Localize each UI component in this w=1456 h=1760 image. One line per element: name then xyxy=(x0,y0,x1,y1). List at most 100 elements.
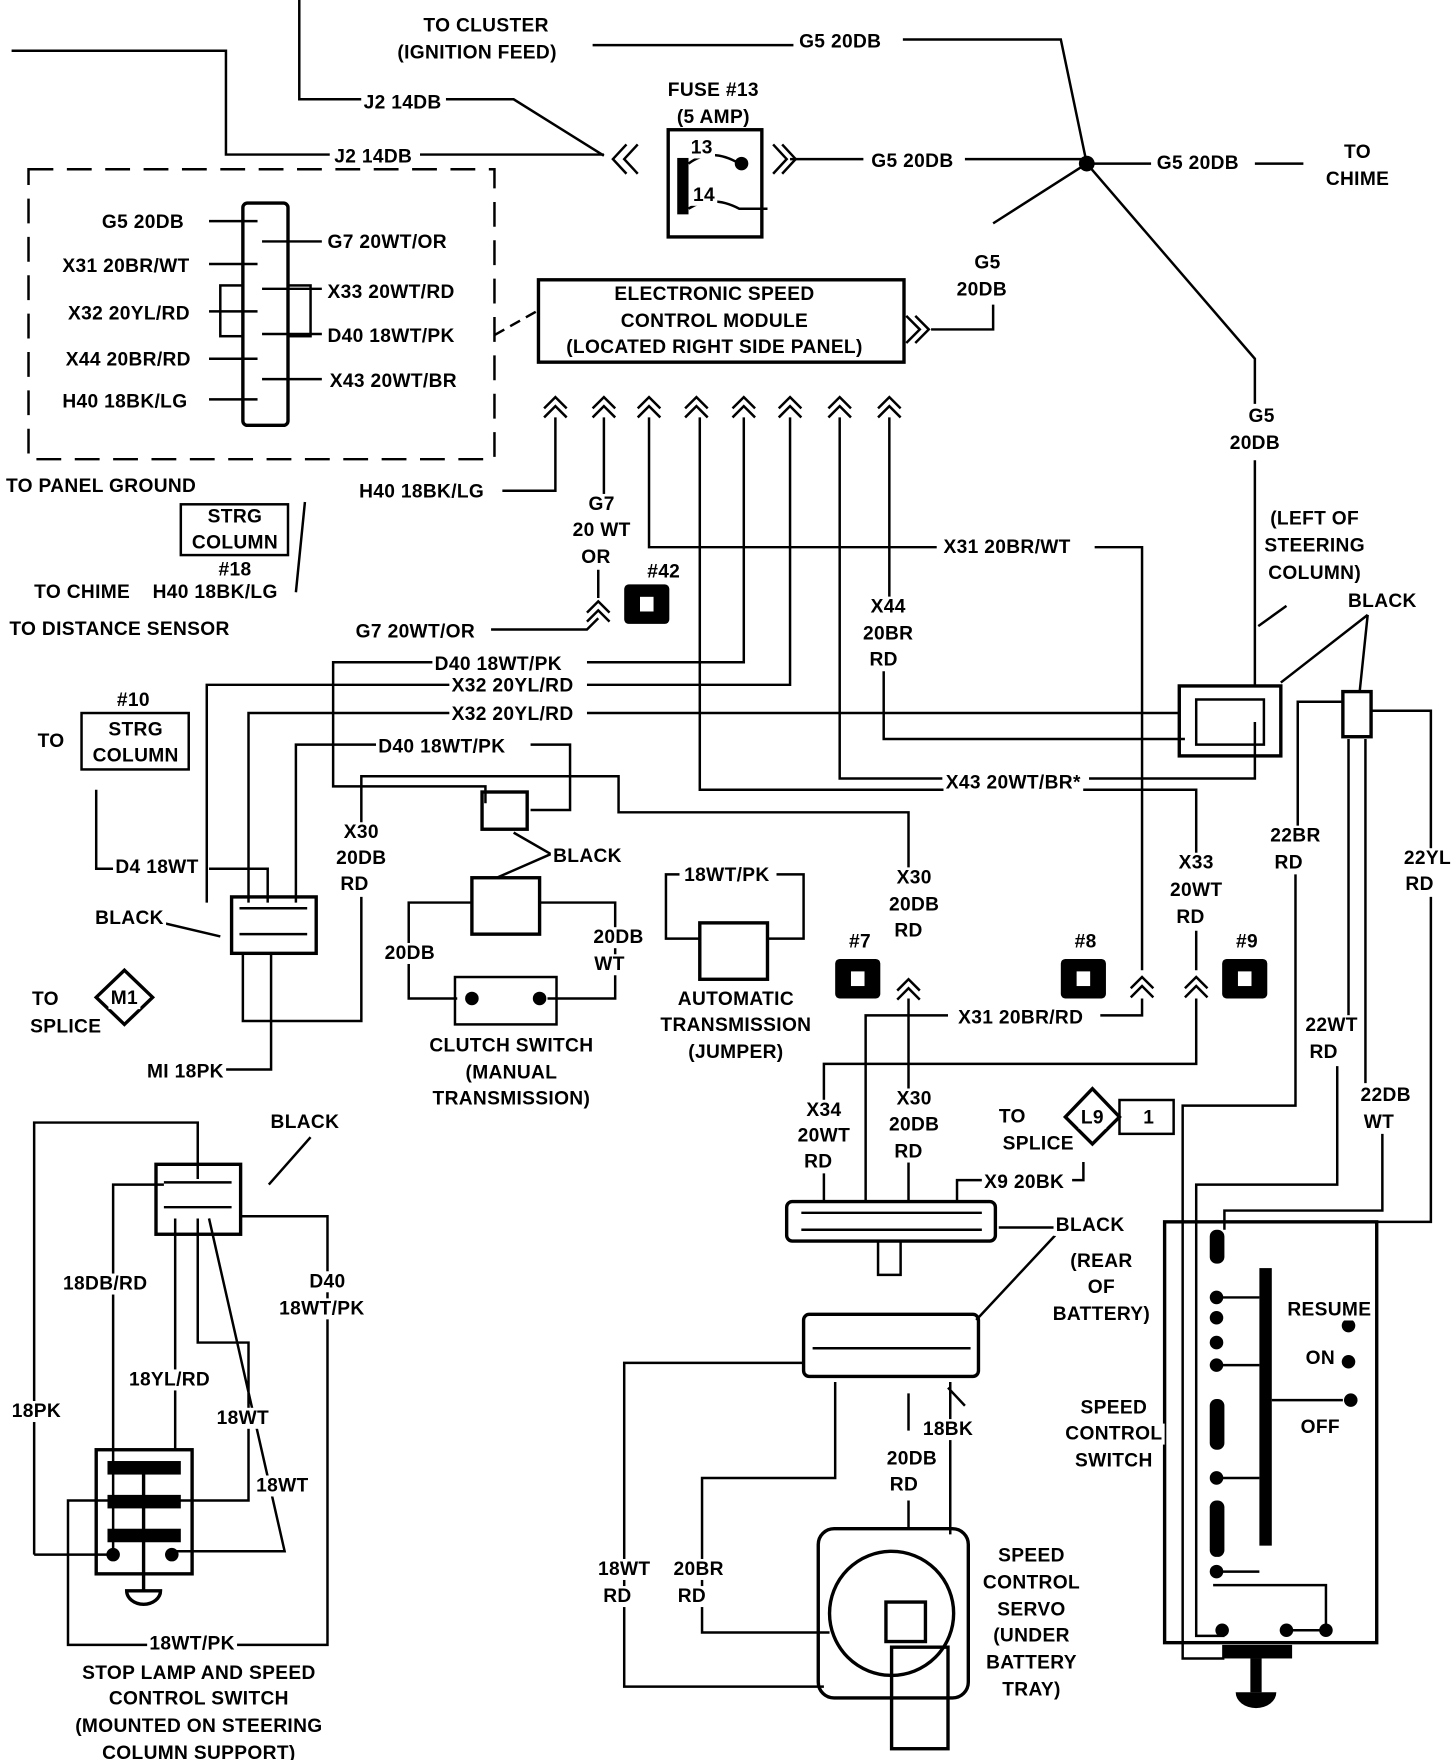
wire-label: TRANSMISSION) xyxy=(433,1089,591,1110)
label-backing xyxy=(804,1099,844,1121)
label-backing xyxy=(1078,1107,1107,1129)
wire-label: RD xyxy=(890,1474,918,1495)
wire-label: 18DB/RD xyxy=(63,1274,147,1295)
label-backing xyxy=(1268,825,1323,847)
wire-label: TO DISTANCE SENSOR xyxy=(9,619,229,640)
label-backing xyxy=(954,279,1010,301)
wire-label: #42 xyxy=(647,562,680,583)
wire-label: TO xyxy=(999,1107,1026,1128)
strg-column-18 xyxy=(179,503,290,557)
label-backing xyxy=(449,675,576,697)
connector-pin-chevron-icon xyxy=(591,395,617,419)
label-backing xyxy=(1067,1250,1135,1272)
label-backing xyxy=(995,1599,1068,1621)
wire-label: RD xyxy=(894,920,922,941)
label-backing xyxy=(869,150,956,172)
label-backing xyxy=(795,1125,853,1147)
wire-label: 18YL/RD xyxy=(129,1369,210,1390)
rear-battery-connector xyxy=(784,1199,998,1243)
label-backing xyxy=(1303,1015,1361,1037)
wire-label: X34 xyxy=(806,1100,841,1121)
wire-label: CONTROL MODULE xyxy=(621,311,808,332)
wire-label: X31 20BR/RD xyxy=(958,1007,1083,1028)
label-backing xyxy=(144,1061,227,1083)
label-backing xyxy=(147,1633,238,1655)
label-backing xyxy=(361,92,444,114)
wire-label: #10 xyxy=(117,690,150,711)
wire-label: COLUMN) xyxy=(1268,563,1361,584)
wire-label: X30 xyxy=(897,1089,932,1110)
label-backing xyxy=(126,1369,213,1391)
label-backing xyxy=(796,31,884,53)
label-backing xyxy=(886,894,942,916)
wire-label: OFF xyxy=(1301,1417,1340,1438)
label-backing xyxy=(375,736,508,758)
wire-label: G7 20WT/OR xyxy=(356,621,475,642)
wire-label: SPLICE xyxy=(1003,1134,1074,1155)
wire-label: G7 xyxy=(589,494,615,515)
label-backing xyxy=(114,690,153,712)
label-backing xyxy=(1227,433,1283,455)
label-backing xyxy=(591,927,646,949)
wire-label: MI 18PK xyxy=(147,1061,224,1082)
splice-junction xyxy=(1078,155,1095,172)
label-backing xyxy=(868,596,909,618)
label-backing xyxy=(356,481,487,503)
label-backing xyxy=(60,391,190,413)
label-backing xyxy=(99,1742,298,1760)
label-backing xyxy=(674,106,753,128)
label-backing xyxy=(860,623,916,645)
connector-pin-chevron-icon xyxy=(827,395,852,419)
wire-label: D40 xyxy=(309,1271,345,1292)
wire-label: 22BR xyxy=(1270,826,1320,847)
label-backing xyxy=(7,619,232,641)
label-backing xyxy=(980,1572,1083,1594)
wire-label: RESUME xyxy=(1287,1299,1371,1320)
wire-label: BLACK xyxy=(553,846,622,867)
label-backing xyxy=(1078,1397,1150,1419)
label-backing xyxy=(943,772,1084,794)
wire-label: 20DB xyxy=(336,848,386,869)
label-backing xyxy=(1266,562,1364,584)
wire-label: RD xyxy=(1405,874,1433,895)
wire-label: 18WT/PK xyxy=(684,865,769,886)
label-backing xyxy=(214,1407,272,1429)
label-backing xyxy=(1267,508,1362,530)
wire-label: 20WT xyxy=(1170,880,1222,901)
label-backing xyxy=(688,137,716,159)
label-backing xyxy=(189,532,281,554)
wire-label: 20DB xyxy=(957,280,1007,301)
label-backing xyxy=(887,1474,921,1496)
label-backing xyxy=(60,255,192,277)
label-backing xyxy=(563,337,865,359)
servo-connector xyxy=(801,1312,981,1379)
wire-label: RD xyxy=(603,1586,631,1607)
label-backing xyxy=(9,1401,64,1423)
label-backing xyxy=(1262,535,1368,557)
label-backing xyxy=(325,232,450,254)
fuse-13 xyxy=(666,128,764,239)
label-backing xyxy=(1403,874,1437,896)
label-backing xyxy=(999,1679,1063,1701)
automatic-transmission-jumper xyxy=(698,921,770,981)
wire-label: BLACK xyxy=(1056,1215,1125,1236)
wire-label: 18WT xyxy=(256,1475,308,1496)
label-backing xyxy=(1000,1133,1077,1155)
wire-label: 18WT/PK xyxy=(149,1633,234,1654)
label-backing xyxy=(658,1015,814,1037)
label-backing xyxy=(675,989,797,1011)
label-backing xyxy=(600,1586,634,1608)
label-backing xyxy=(665,79,762,101)
connector-pin-chevron-icon xyxy=(731,395,756,419)
label-backing xyxy=(31,581,133,603)
wire-label: (MANUAL xyxy=(466,1063,558,1084)
wire-label: X32 20YL/RD xyxy=(68,303,190,324)
wire-label: X43 20WT/BR xyxy=(330,371,457,392)
label-backing xyxy=(801,1151,835,1173)
label-backing xyxy=(92,908,167,929)
label-backing xyxy=(65,303,193,325)
label-backing xyxy=(216,559,254,581)
